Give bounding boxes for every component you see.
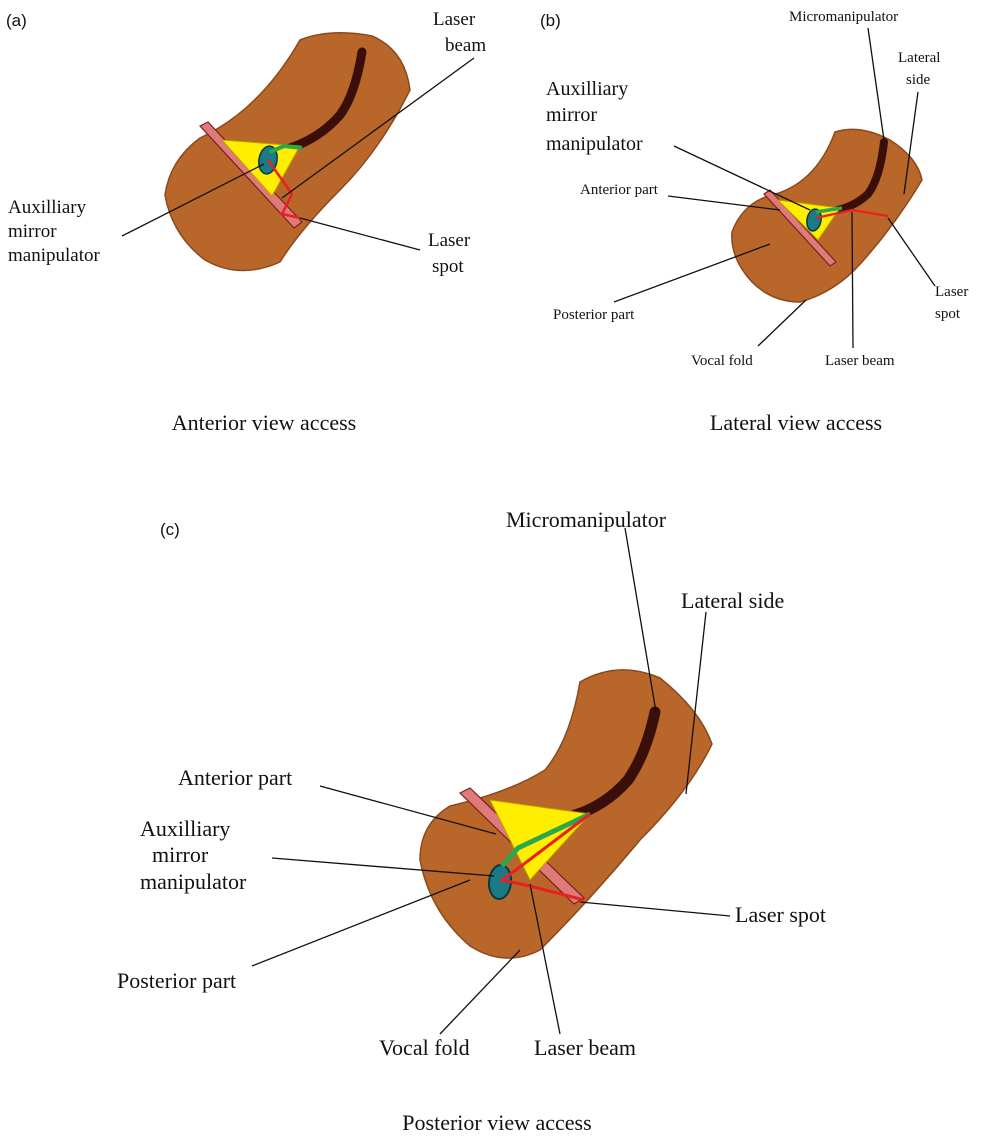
panel-b-vocal-fold-leader: [758, 300, 806, 346]
panel-c-laser-spot-label: Laser spot: [735, 902, 826, 927]
panel-a-aux-mirror-label: Auxilliary mirror manipulator: [8, 197, 100, 266]
panel-c-lateral-side-label: Lateral side: [681, 588, 784, 613]
panel-b-lateral-side-label: Lateral side: [898, 50, 944, 88]
panel-c-vocal-fold-leader: [440, 950, 520, 1034]
panel-a-laser-spot-leader: [300, 218, 420, 250]
panel-b-micromanipulator-label: Micromanipulator: [789, 9, 898, 25]
panel-b-label: (b): [540, 11, 561, 30]
panel-b-posterior-part-label: Posterior part: [553, 307, 635, 323]
panel-c-label: (c): [160, 520, 180, 539]
panel-a-caption: Anterior view access: [172, 410, 356, 435]
panel-b-laser-spot-label: Laser spot: [935, 284, 972, 322]
panel-a-laser-spot-label: Laser spot: [428, 230, 475, 277]
panel-c-micromanipulator-label: Micromanipulator: [506, 507, 667, 532]
panel-c-caption: Posterior view access: [402, 1110, 591, 1135]
panel-a: (a) Laser beam Auxilliary mirror manipul…: [6, 9, 486, 435]
panel-b-anterior-part-label: Anterior part: [580, 182, 659, 198]
panel-b-micromanipulator-leader: [868, 28, 884, 140]
panel-c-aux-mirror-label: Auxilliary mirror manipulator: [140, 816, 247, 894]
panel-b-vocal-fold-label: Vocal fold: [691, 353, 753, 369]
panel-a-laser-beam-label: Laser beam: [433, 9, 486, 56]
panel-c-posterior-part-label: Posterior part: [117, 968, 236, 993]
panel-b-aux-mirror-label: Auxilliary mirror manipulator: [546, 78, 643, 155]
panel-b-caption: Lateral view access: [710, 410, 882, 435]
panel-b-laser-spot-leader: [888, 218, 935, 286]
panel-c: (c) Micromanipulator Lateral side Anteri…: [117, 507, 826, 1135]
panel-b-laser-beam-label: Laser beam: [825, 353, 895, 369]
panel-a-label: (a): [6, 11, 27, 30]
panel-c-posterior-part-leader: [252, 880, 470, 966]
panel-b-aux-mirror-leader: [674, 146, 810, 210]
panel-c-laser-beam-label: Laser beam: [534, 1035, 636, 1060]
panel-c-anterior-part-label: Anterior part: [178, 765, 292, 790]
panel-b: (b) Micromanipulator Lateral side Auxill…: [540, 9, 972, 435]
panel-c-vocal-fold-label: Vocal fold: [379, 1035, 470, 1060]
panel-c-laser-spot-leader: [580, 902, 730, 916]
